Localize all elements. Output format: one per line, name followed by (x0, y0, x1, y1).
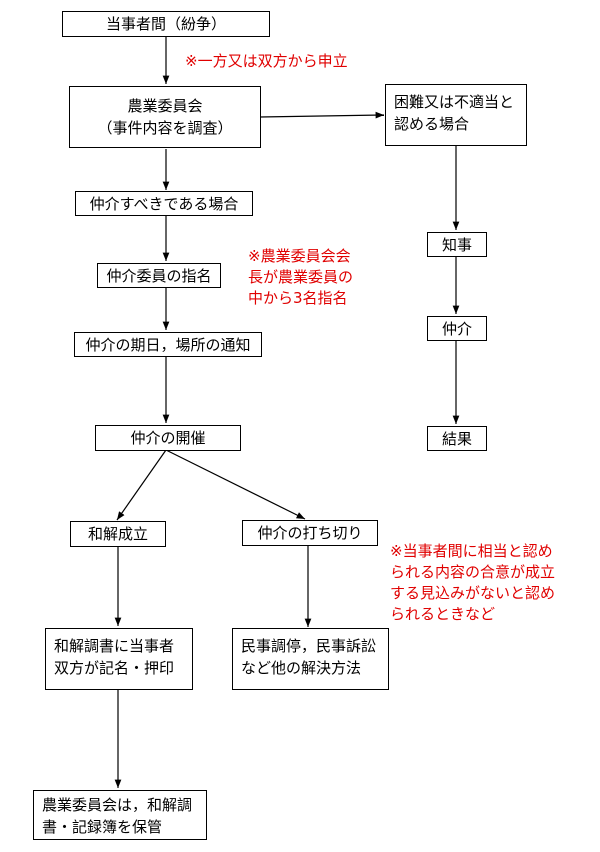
box-termination: 仲介の打ち切り (242, 520, 378, 546)
note-appoint-line3: 中から3名指名 (248, 289, 348, 307)
box-governor-label: 知事 (441, 235, 472, 254)
arrow-committee-to-difficult (259, 111, 385, 119)
note-application-text: ※一方又は双方から申立 (185, 52, 348, 70)
note-appoint-line2: 長が農業委員の (248, 268, 354, 286)
box-holding-label: 仲介の開催 (130, 429, 206, 447)
box-document-line2: 双方が記名・押印 (54, 659, 175, 677)
box-document: 和解調書に当事者 双方が記名・押印 (45, 628, 193, 690)
box-storage-line1: 農業委員会は，和解調 (42, 796, 193, 814)
box-mediator-appoint-label: 仲介委員の指名 (106, 266, 212, 285)
box-result: 結果 (427, 426, 487, 451)
box-notice: 仲介の期日，場所の通知 (74, 332, 262, 357)
box-notice-label: 仲介の期日，場所の通知 (85, 335, 251, 354)
box-dispute: 当事者間（紛争） (62, 11, 270, 37)
box-committee-line2: （事件内容を調査） (97, 119, 233, 137)
box-mediation-case: 仲介すべきである場合 (75, 191, 253, 216)
box-difficult-line1: 困難又は不適当と (394, 93, 515, 111)
box-gov-mediation: 仲介 (427, 316, 487, 341)
note-appoint-line1: ※農業委員会会 (248, 247, 351, 265)
box-holding: 仲介の開催 (95, 425, 241, 451)
box-committee-line1: 農業委員会 (127, 97, 203, 115)
box-governor: 知事 (427, 232, 487, 257)
box-committee: 農業委員会 （事件内容を調査） (69, 86, 261, 148)
box-mediation-case-label: 仲介すべきである場合 (89, 194, 239, 213)
box-document-line1: 和解調書に当事者 (54, 637, 175, 655)
box-settlement-label: 和解成立 (87, 525, 148, 543)
note-termination: ※当事者間に相当と認め られる内容の合意が成立 する見込みがないと認め られると… (390, 541, 555, 625)
note-application: ※一方又は双方から申立 (185, 51, 348, 72)
box-other-methods: 民事調停，民事訴訟 など他の解決方法 (232, 628, 389, 690)
box-storage-line2: 書・記録簿を保管 (42, 818, 163, 836)
box-difficult-line2: 認める場合 (394, 115, 470, 133)
box-difficult: 困難又は不適当と 認める場合 (385, 84, 527, 146)
box-result-label: 結果 (441, 429, 472, 448)
box-mediator-appoint: 仲介委員の指名 (97, 263, 221, 288)
note-termination-line4: られるときなど (390, 605, 496, 623)
box-gov-mediation-label: 仲介 (441, 319, 472, 338)
box-dispute-label: 当事者間（紛争） (105, 15, 226, 33)
arrow-holding-to-settlement (116, 449, 167, 521)
box-termination-label: 仲介の打ち切り (257, 524, 363, 542)
note-termination-line2: られる内容の合意が成立 (390, 563, 556, 581)
box-settlement: 和解成立 (70, 521, 166, 547)
note-appoint: ※農業委員会会 長が農業委員の 中から3名指名 (248, 246, 353, 309)
arrow-holding-to-termination (165, 449, 306, 520)
box-other-methods-line2: など他の解決方法 (241, 659, 362, 677)
note-termination-line1: ※当事者間に相当と認め (390, 542, 553, 560)
box-other-methods-line1: 民事調停，民事訴訟 (241, 637, 377, 655)
box-storage: 農業委員会は，和解調 書・記録簿を保管 (33, 790, 207, 840)
note-termination-line3: する見込みがないと認め (390, 584, 556, 602)
